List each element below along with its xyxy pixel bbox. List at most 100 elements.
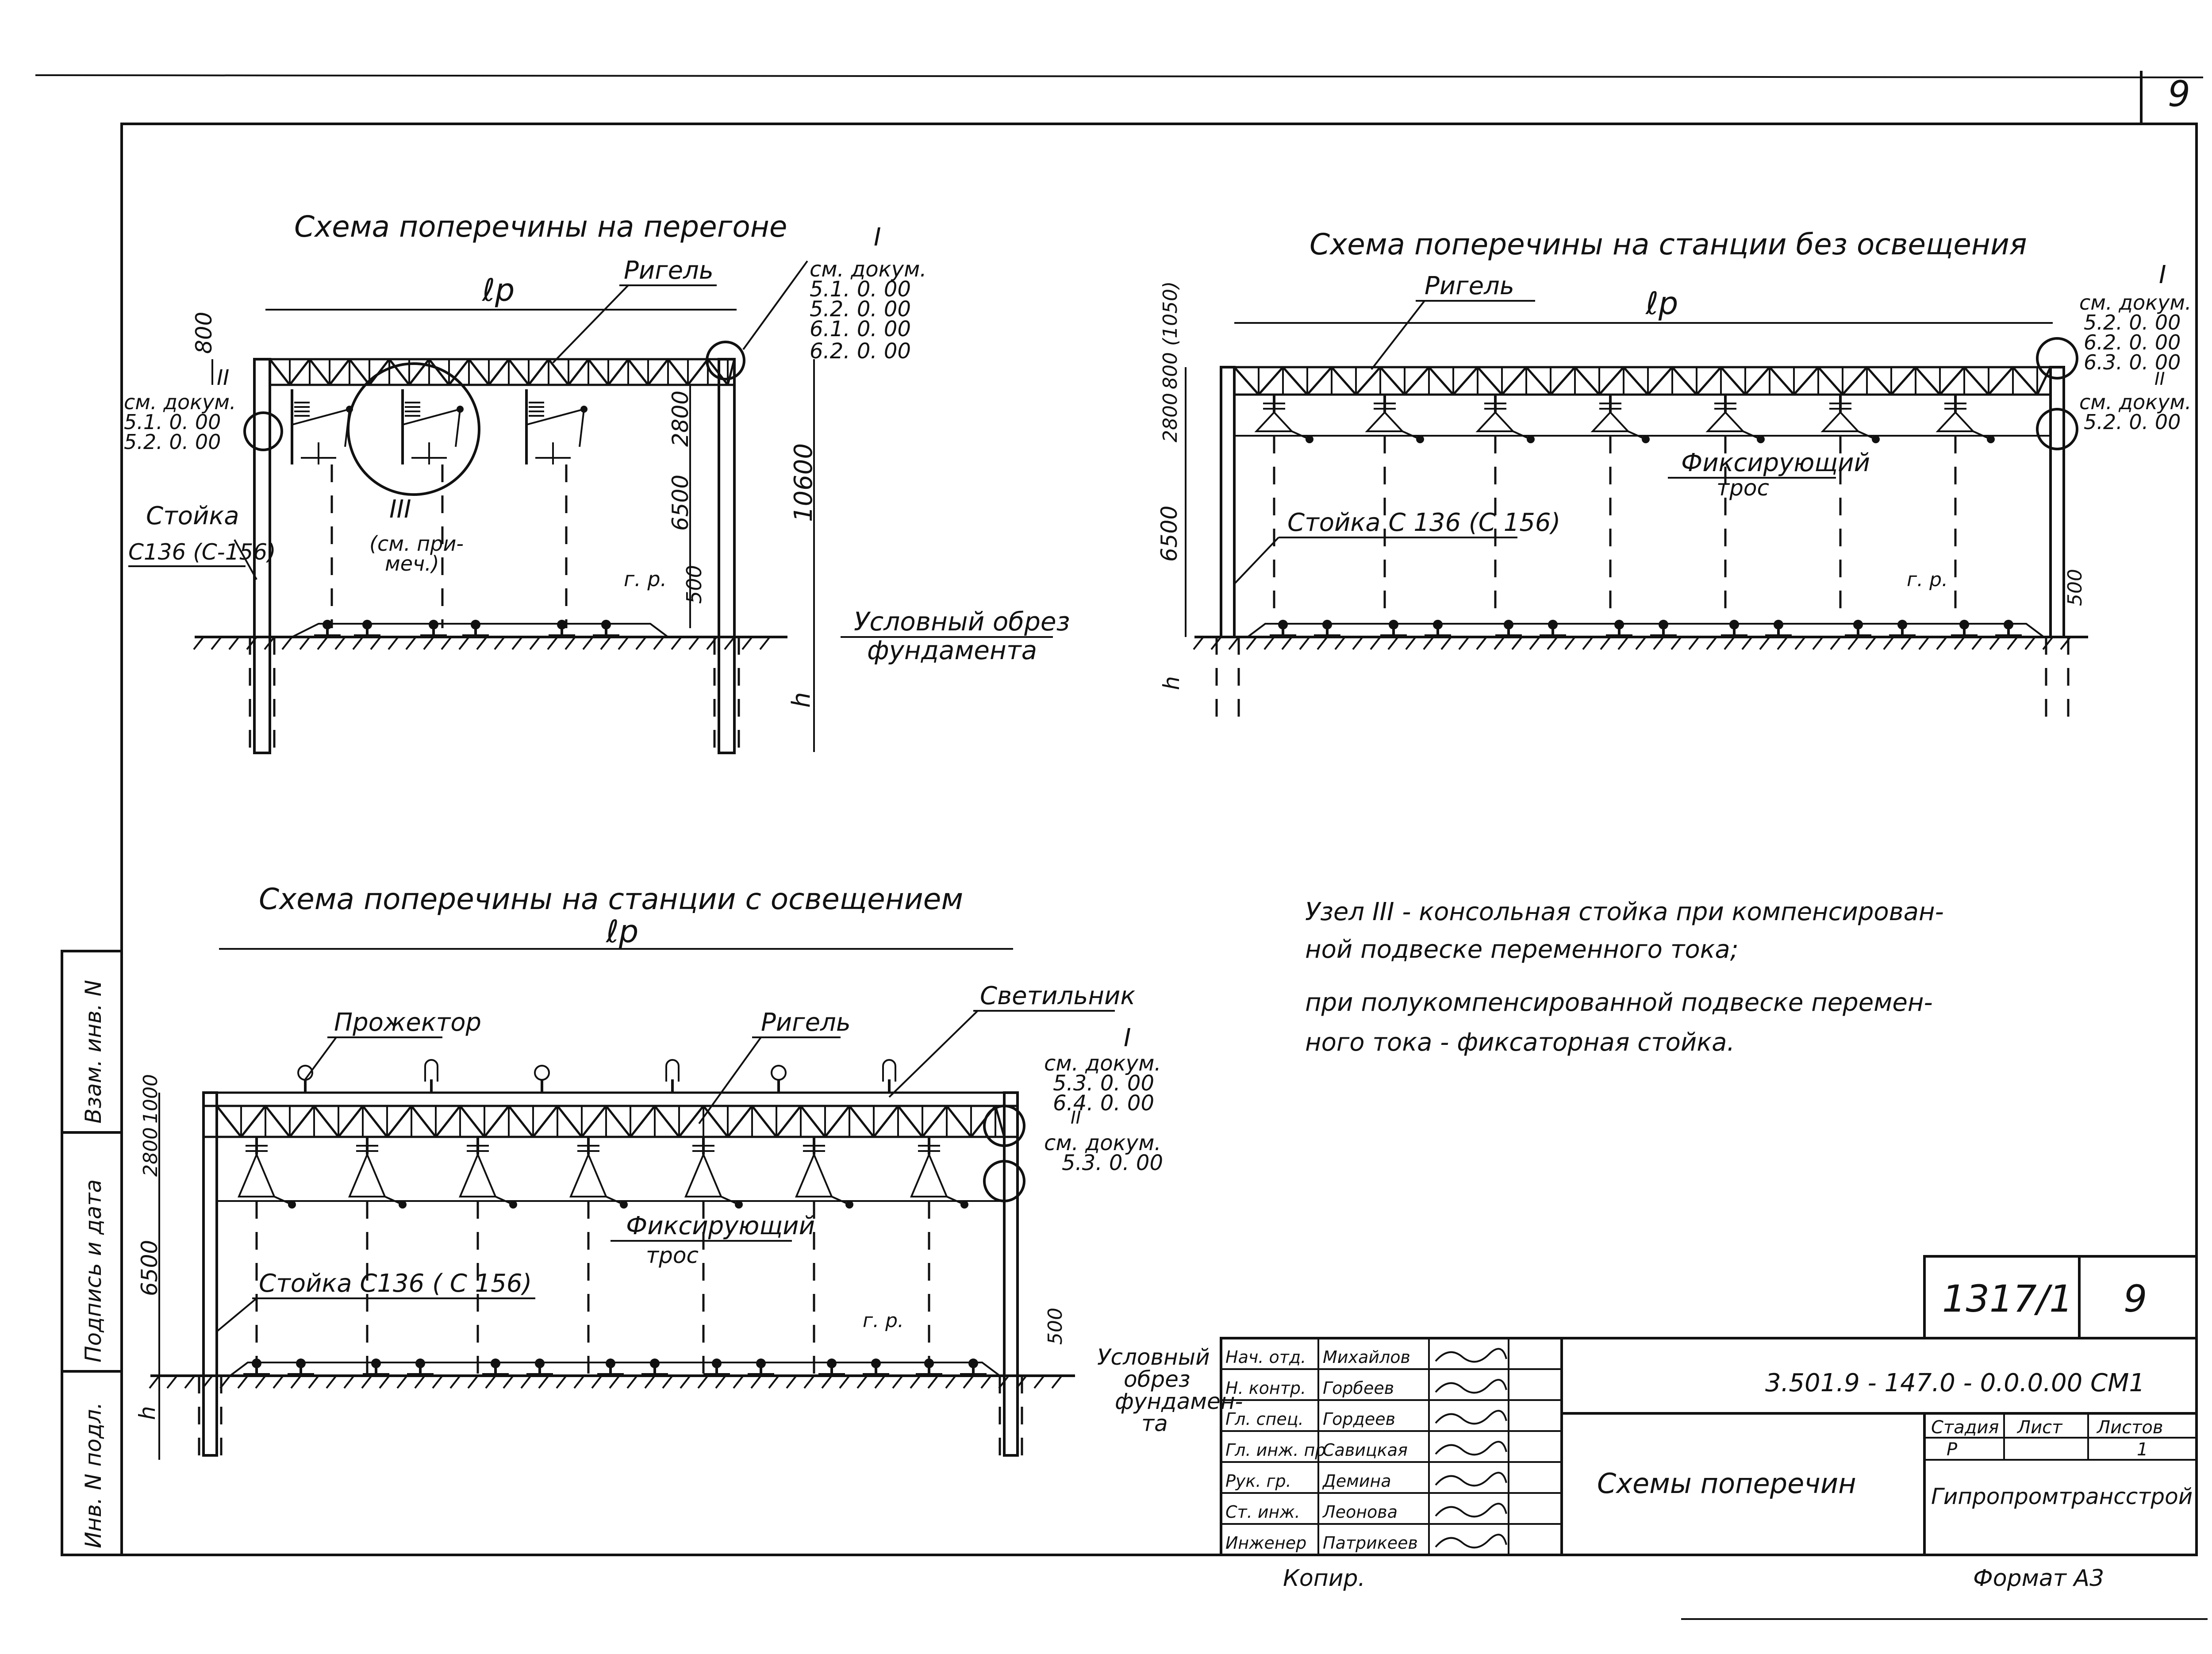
- hatch-stroke: [1954, 636, 1965, 650]
- gr-label: г. р.: [624, 567, 667, 591]
- walkway: [202, 1091, 1019, 1107]
- node-1-label: I: [874, 223, 881, 252]
- album-number: 1317/1: [1942, 1277, 2073, 1320]
- insulator-triangle: [569, 1152, 608, 1197]
- hatch-stroke: [290, 1375, 302, 1389]
- truss-diagonal: [329, 358, 350, 386]
- hatch-stroke: [600, 636, 611, 650]
- truss-diagonal: [2036, 366, 2052, 395]
- rail-head: [1614, 620, 1624, 629]
- fix-label-0: Фиксирующий: [1681, 449, 1870, 477]
- truss-diagonal: [1988, 366, 2014, 395]
- hatch-stroke: [688, 636, 700, 650]
- node-2-ref-1: 5.3. 0. 00: [1062, 1151, 1163, 1175]
- rail-head: [606, 1359, 615, 1368]
- node-2-label: II: [1071, 1108, 1081, 1128]
- node-2-label: II: [2154, 369, 2165, 389]
- truss-diagonal: [1452, 366, 1479, 395]
- node-1-ref-3: 6.3. 0. 00: [2084, 350, 2181, 374]
- stoika-leader: [1233, 537, 1279, 585]
- dim-1000: 1000: [139, 1074, 162, 1124]
- node-3-note-1: меч.): [385, 552, 439, 576]
- truss-diagonal: [1404, 366, 1430, 395]
- rail-head: [471, 620, 480, 629]
- hatch-stroke: [1918, 636, 1930, 650]
- truss-diagonal: [751, 1105, 777, 1138]
- truss-diagonal: [289, 1105, 315, 1138]
- sig-name: Михайлов: [1323, 1347, 1410, 1367]
- truss-diagonal: [588, 358, 609, 386]
- clamp: [1527, 435, 1535, 443]
- h-label: h: [134, 1406, 160, 1420]
- hatch-stroke: [361, 1375, 373, 1389]
- hatch-stroke: [485, 1375, 496, 1389]
- cut-label-1: фундамента: [867, 635, 1037, 665]
- cantilever-brace: [526, 408, 584, 426]
- diagram-2-title: Схема поперечины на станции без освещени…: [1310, 227, 2027, 261]
- truss-diagonal: [1939, 366, 1965, 395]
- gr-label: г. р.: [863, 1309, 904, 1332]
- truss-3-web: [216, 1105, 1006, 1138]
- hatch-stroke: [1706, 636, 1717, 650]
- node-3-label: III: [389, 495, 411, 524]
- hatch-stroke: [343, 1375, 355, 1389]
- rail-head: [871, 1359, 881, 1368]
- hatch-stroke: [237, 1375, 249, 1389]
- node-3-circle: [347, 362, 480, 496]
- fix-label-0: Фиксирующий: [626, 1212, 815, 1240]
- hatch-stroke: [2024, 636, 2036, 650]
- projector-icon: [534, 1065, 550, 1081]
- hatch-stroke: [432, 1375, 443, 1389]
- hatch-stroke: [697, 1375, 709, 1389]
- insulator-triangle: [1254, 411, 1294, 432]
- hatch-stroke: [1334, 636, 1346, 650]
- node-1-label: I: [1124, 1024, 1131, 1052]
- hatch-stroke: [202, 1375, 213, 1389]
- truss-diagonal: [388, 358, 410, 386]
- truss-diagonal: [1671, 366, 1697, 395]
- truss-diagonal: [873, 1105, 899, 1138]
- hatch-stroke: [1494, 636, 1505, 650]
- h-label: h: [1159, 676, 1184, 690]
- lamp-leader: [888, 1010, 979, 1098]
- hatch-stroke: [839, 1375, 850, 1389]
- truss-diagonal: [1379, 366, 1406, 395]
- rail-head: [371, 1359, 381, 1368]
- truss-diagonal: [678, 1105, 704, 1138]
- rail-head: [1729, 620, 1739, 629]
- note-line-2: при полукомпенсированной подвеске переме…: [1305, 988, 1933, 1017]
- sig-name: Горбеев: [1323, 1378, 1394, 1398]
- truss-diagonal: [607, 358, 629, 386]
- truss-diagonal: [897, 1105, 923, 1138]
- hatch-stroke: [1936, 636, 1947, 650]
- rails: [1270, 620, 2022, 637]
- note-line-0: Узел III - консольная стойка при компенс…: [1305, 898, 1944, 926]
- hatch-stroke: [1299, 636, 1310, 650]
- rigel-label: Ригель: [624, 256, 714, 285]
- diagram-1-title: Схема поперечины на перегоне: [294, 210, 787, 244]
- node-1-ref-3: 6.1. 0. 00: [810, 317, 911, 342]
- rail-head: [252, 1359, 261, 1368]
- node-1-ref-1: 5.2. 0. 00: [2084, 311, 2181, 334]
- side-strip: [61, 950, 123, 1556]
- hatch-stroke: [441, 636, 452, 650]
- truss-diagonal: [727, 1105, 753, 1138]
- clamp: [1416, 435, 1424, 443]
- dim-2800: 2800: [1159, 393, 1182, 442]
- stoika-label: Стойка С136 ( С 156): [259, 1269, 532, 1298]
- hatch-stroke: [476, 636, 488, 650]
- stoika-leader: [234, 539, 257, 580]
- hatch-stroke: [1741, 636, 1753, 650]
- hatch-stroke: [715, 1375, 726, 1389]
- insulator-triangle: [1705, 411, 1745, 432]
- hatch-stroke: [750, 1375, 762, 1389]
- right-column: [1003, 1091, 1019, 1457]
- truss-diagonal: [557, 1105, 583, 1138]
- truss-diagonal: [309, 358, 330, 386]
- node-1-ref-2: 5.2. 0. 00: [810, 297, 911, 322]
- hatch-stroke: [281, 636, 293, 650]
- hatch-stroke: [1865, 636, 1877, 650]
- dim-6500: 6500: [1156, 506, 1182, 562]
- hatch-stroke: [1759, 636, 1770, 650]
